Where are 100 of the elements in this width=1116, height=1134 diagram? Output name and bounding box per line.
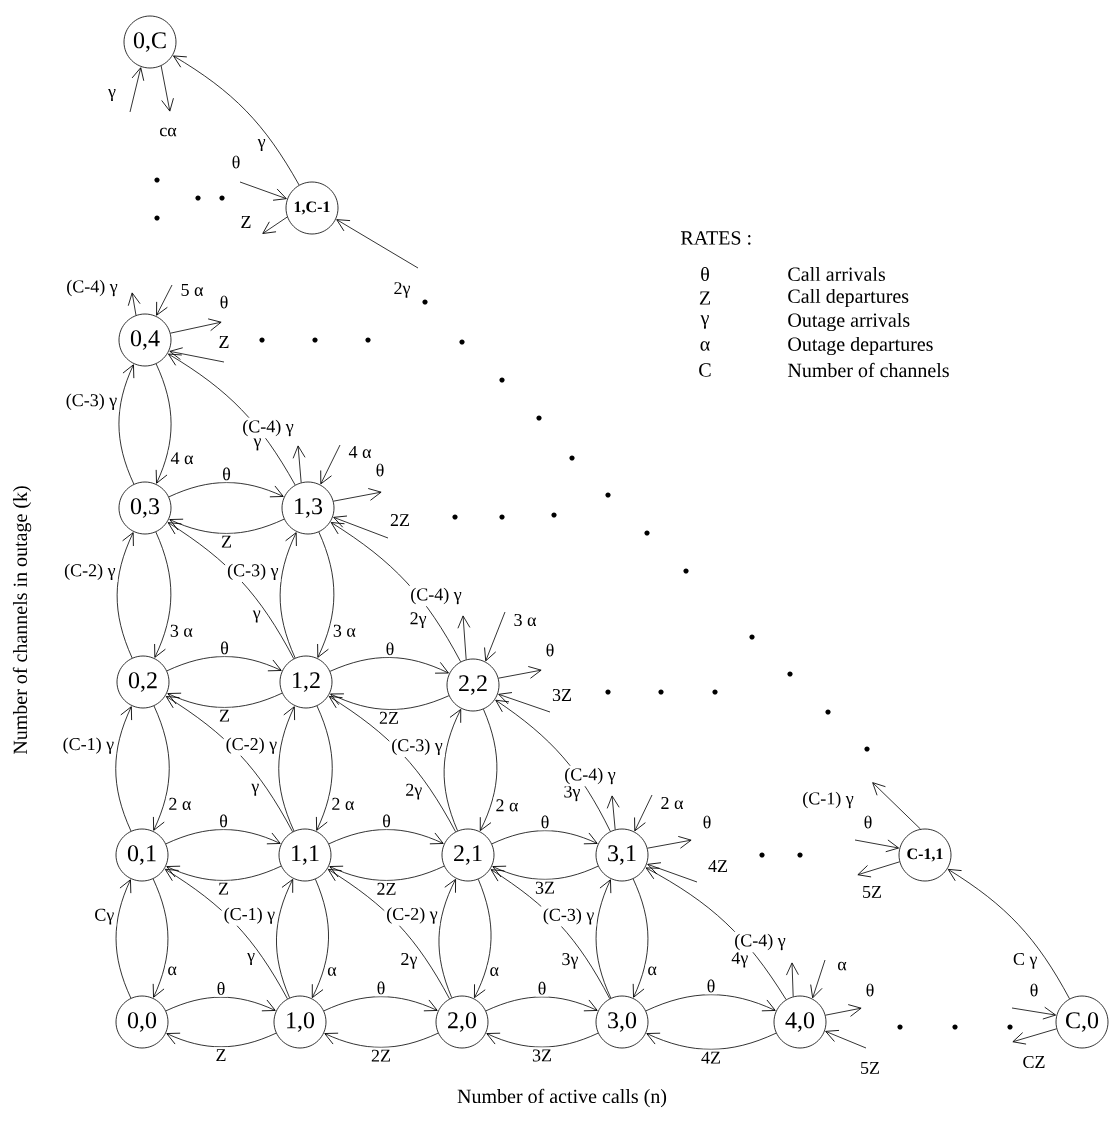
- arrow: [165, 696, 293, 833]
- arrow: [474, 878, 492, 999]
- edge-label: θ: [1027, 981, 1041, 999]
- arrow: [329, 657, 449, 674]
- edge-label: (C-3) γ: [63, 391, 120, 412]
- arrow: [645, 994, 776, 1012]
- arrow: [330, 522, 461, 663]
- edge-label: 2γ: [407, 610, 429, 630]
- arrow: [854, 839, 899, 853]
- arrow: [495, 699, 611, 832]
- arrow: [786, 962, 799, 997]
- arrow: [311, 878, 329, 998]
- arrow: [336, 219, 419, 269]
- edge-label: 3 α: [511, 611, 539, 629]
- arrow: [647, 836, 692, 849]
- edge-label: 5Z: [860, 884, 884, 900]
- edge-label: Z: [213, 1047, 229, 1063]
- arrow: [292, 445, 306, 483]
- arrow: [484, 611, 506, 662]
- edge-label: (C-1) γ: [800, 789, 856, 811]
- legend-text: Call arrivals: [788, 266, 885, 282]
- arrow: [320, 444, 341, 485]
- arrow: [825, 1030, 867, 1049]
- edge-label: (C-4) γ: [562, 765, 618, 787]
- edge-label: (C-2) γ: [62, 561, 118, 583]
- arrow: [317, 531, 335, 658]
- arrow: [825, 1004, 862, 1017]
- edge-label: γ: [250, 608, 263, 625]
- edge-label: 5 α: [178, 282, 206, 298]
- arrow: [129, 67, 145, 113]
- arrow: [443, 709, 462, 832]
- arrow: [316, 705, 333, 831]
- edge-label: θ: [217, 293, 231, 311]
- arrow: [323, 996, 438, 1012]
- legend-text: Number of channels: [787, 362, 949, 378]
- edge-label: α: [165, 964, 179, 978]
- edge-label: θ: [214, 980, 228, 997]
- arrow: [1011, 1006, 1056, 1020]
- arrow: [810, 959, 826, 999]
- edge-label: (C-1) γ: [60, 735, 117, 756]
- arrow: [645, 867, 787, 1000]
- edge-label: α: [325, 965, 339, 978]
- edge-label: 2 α: [329, 795, 357, 812]
- arrow: [329, 865, 445, 881]
- arrow: [632, 878, 649, 998]
- edge-label: (C-2) γ: [384, 905, 440, 926]
- edge-label: γ: [106, 86, 118, 104]
- legend-text: Call departures: [788, 288, 909, 308]
- arrow: [239, 181, 287, 201]
- edge-label: 2 α: [658, 794, 686, 812]
- arrow: [485, 996, 598, 1012]
- arrow: [262, 216, 288, 234]
- edge-label: 2 α: [493, 797, 521, 814]
- arrow: [491, 830, 598, 845]
- arrow: [166, 656, 282, 672]
- edge-label: θ: [229, 153, 243, 171]
- edge-label: cα: [157, 125, 179, 139]
- arrow: [328, 829, 444, 845]
- edge-label: α: [835, 959, 849, 973]
- edge-label: θ: [220, 465, 233, 483]
- arrow: [328, 696, 456, 833]
- arrow: [169, 518, 285, 534]
- edge-label: (C-3) γ: [540, 906, 597, 927]
- edge-label: 2γ: [403, 781, 425, 802]
- edge-label: 3γ: [559, 951, 581, 971]
- edge-label: θ: [217, 812, 230, 830]
- edge-label: Z: [238, 214, 254, 230]
- arrow: [166, 865, 282, 881]
- arrow: [1012, 1028, 1057, 1045]
- edge-label: 3Z: [550, 686, 574, 704]
- edge-label: θ: [535, 979, 549, 997]
- arrow: [278, 706, 295, 832]
- arrow: [479, 708, 498, 831]
- arrow: [327, 868, 450, 1000]
- edge-label: θ: [218, 639, 231, 657]
- axis-title: Number of channels in outage (k): [12, 486, 32, 755]
- edge-label: (C-2) γ: [223, 735, 280, 756]
- arrow: [168, 353, 296, 486]
- rate-symbol: γ: [700, 315, 709, 329]
- edge-label: 3 α: [330, 622, 358, 639]
- arrow: [153, 705, 170, 831]
- edge-label: C γ: [1010, 951, 1040, 971]
- edge-label: 4 α: [168, 450, 196, 467]
- arrow: [116, 532, 134, 659]
- edge-label: (C-3) γ: [389, 736, 445, 757]
- edge-label: 5Z: [858, 1060, 882, 1076]
- arrow: [152, 878, 169, 998]
- arrow: [276, 879, 294, 999]
- edge-label: (C-1) γ: [221, 905, 278, 926]
- edge-label: 4Z: [699, 1049, 723, 1066]
- edge-label: 3 α: [167, 622, 195, 639]
- edge-label: 3Z: [533, 879, 557, 896]
- edge-label: 2Z: [374, 880, 399, 897]
- rate-symbol: Z: [699, 291, 711, 305]
- arrow: [438, 878, 456, 999]
- edge-label: CZ: [1020, 1053, 1048, 1071]
- legend-text: Outage departures: [788, 336, 933, 356]
- arrow: [324, 1032, 439, 1048]
- arrow: [947, 868, 1070, 1000]
- edge-label: 2γ: [391, 280, 413, 300]
